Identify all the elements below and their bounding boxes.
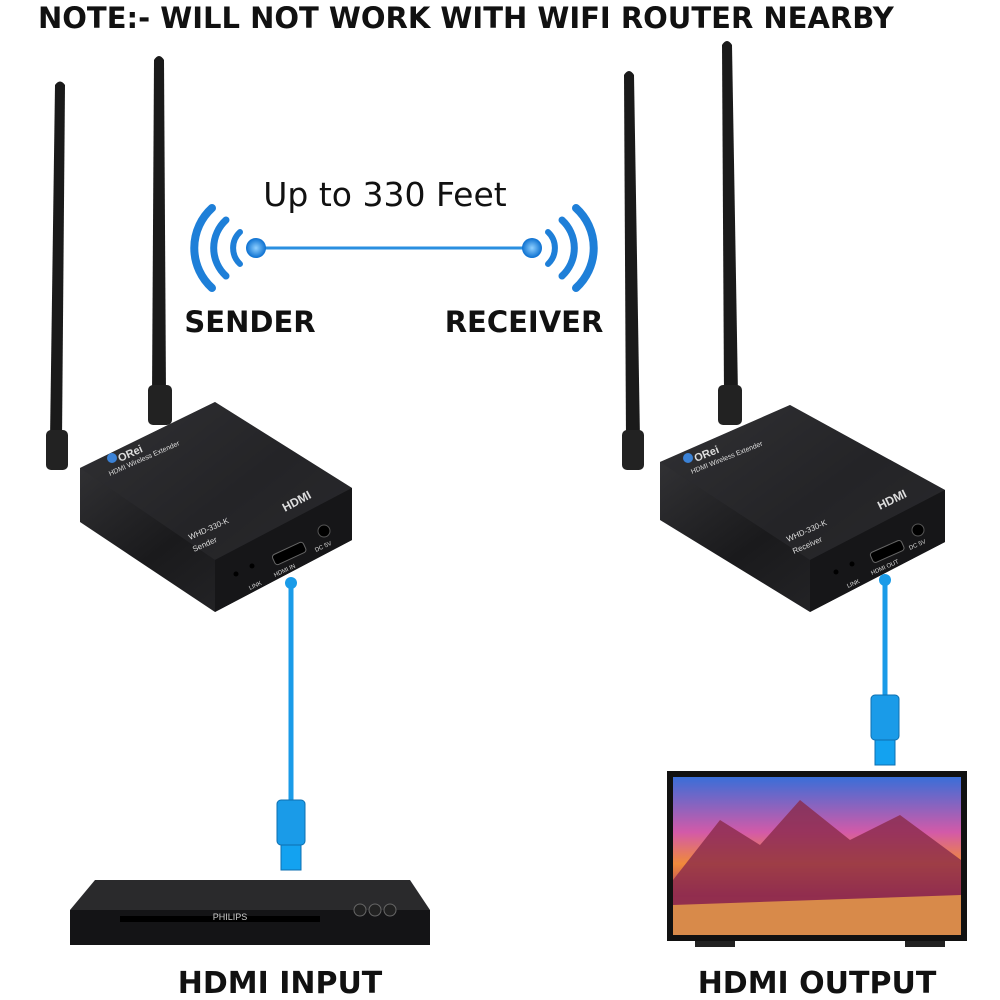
hdmi-output-label: HDMI OUTPUT	[698, 966, 937, 1000]
sender-label: SENDER	[184, 305, 315, 339]
power-jack	[911, 523, 925, 537]
wifi-signal-right-icon	[522, 204, 598, 292]
link-led-label: LINK	[846, 579, 861, 590]
antenna-left-icon	[624, 71, 640, 440]
link-led-label: LINK	[248, 581, 263, 592]
hdmi-input-label: HDMI INPUT	[178, 966, 383, 1000]
note-title: NOTE:- WILL NOT WORK WITH WIFI ROUTER NE…	[38, 1, 895, 35]
power-jack	[317, 524, 331, 538]
dvd-player: PHILIPS	[70, 880, 430, 945]
receiver-hdmi-cable	[870, 574, 900, 766]
hdmi-in-port	[271, 541, 307, 566]
range-label: Up to 330 Feet	[263, 175, 506, 214]
antenna-right-icon	[722, 41, 738, 395]
sender-hdmi-cable	[276, 577, 306, 871]
receiver-device: ORei HDMI Wireless Extender HDMI WHD-330…	[622, 41, 945, 612]
wifi-signal-left-icon	[190, 204, 266, 292]
sender-device: ORei HDMI Wireless Extender HDMI WHD-330…	[46, 56, 352, 612]
television	[667, 771, 967, 947]
wireless-link: Up to 330 Feet	[190, 175, 598, 292]
antenna-left-icon	[50, 81, 65, 440]
hdmi-out-port	[869, 539, 905, 563]
receiver-label: RECEIVER	[445, 305, 604, 339]
dvd-brand: PHILIPS	[213, 912, 248, 922]
antenna-right-icon	[152, 56, 166, 395]
